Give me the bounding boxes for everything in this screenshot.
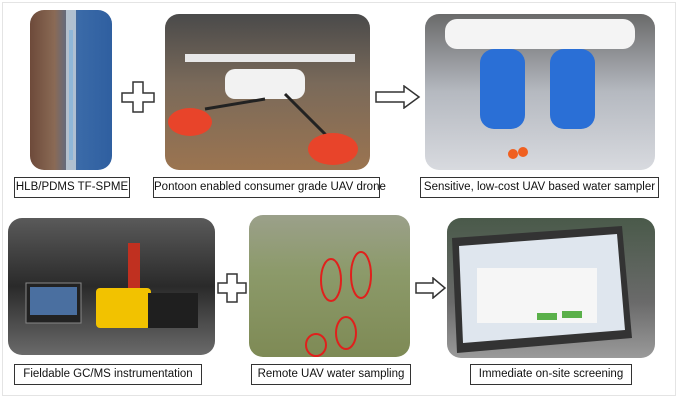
plus-icon [217,273,247,303]
gcms-photo [8,218,215,355]
arrow-right-icon [415,277,447,299]
plus-icon [121,81,155,113]
frame [2,2,676,396]
panel-label: Fieldable GC/MS instrumentation [14,364,202,385]
panel-label: Immediate on-site screening [470,364,632,385]
arrow-right-icon [375,85,421,109]
drone-photo [165,14,370,170]
water-photo [249,215,410,357]
panel-label: Pontoon enabled consumer grade UAV drone [153,177,386,198]
sampler-photo [425,14,655,170]
panel-label: HLB/PDMS TF-SPME [14,177,130,198]
panel-label: Remote UAV water sampling [251,364,411,385]
spme-fiber-photo [30,10,112,170]
panel-label: Sensitive, low-cost UAV based water samp… [420,177,659,198]
laptop-photo [447,218,655,358]
